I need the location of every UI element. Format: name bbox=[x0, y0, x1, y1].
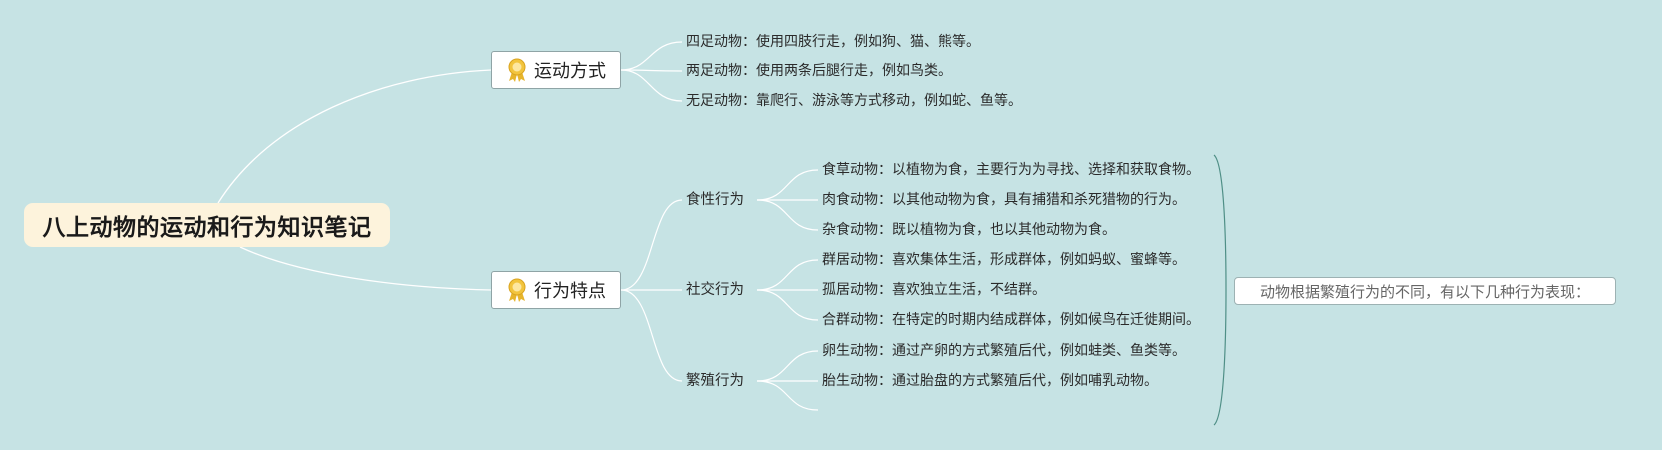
subtopic-feeding[interactable]: 食性行为 bbox=[686, 192, 744, 208]
medal-icon bbox=[508, 58, 526, 82]
topic-behavior-label: 行为特点 bbox=[534, 281, 606, 302]
list-item: 无足动物：靠爬行、游泳等方式移动，例如蛇、鱼等。 bbox=[686, 93, 1022, 109]
link-g3-leaf-3 bbox=[756, 380, 819, 411]
link-behavior-group-1 bbox=[620, 199, 683, 291]
list-item: 胎生动物：通过胎盘的方式繁殖后代，例如哺乳动物。 bbox=[822, 373, 1158, 389]
summary-note-text: 动物根据繁殖行为的不同，有以下几种行为表现： bbox=[1259, 282, 1590, 301]
link-g2-leaf-1 bbox=[756, 259, 819, 291]
link-behavior-group-3 bbox=[620, 289, 683, 382]
link-root-behavior bbox=[239, 246, 492, 291]
list-item: 两足动物：使用两条后腿行走，例如鸟类。 bbox=[686, 63, 952, 79]
topic-motion[interactable]: 运动方式 bbox=[491, 51, 621, 89]
list-item: 孤居动物：喜欢独立生活，不结群。 bbox=[822, 282, 1046, 298]
subtopic-reproduction[interactable]: 繁殖行为 bbox=[686, 373, 744, 389]
link-motion-leaf-3 bbox=[620, 69, 683, 102]
summary-bracket bbox=[1213, 154, 1227, 426]
list-item: 群居动物：喜欢集体生活，形成群体，例如蚂蚁、蜜蜂等。 bbox=[822, 252, 1186, 268]
list-item: 卵生动物：通过产卵的方式繁殖后代，例如蛙类、鱼类等。 bbox=[822, 343, 1186, 359]
list-item: 合群动物：在特定的时期内结成群体，例如候鸟在迁徙期间。 bbox=[822, 312, 1200, 328]
link-motion-leaf-1 bbox=[620, 41, 683, 71]
link-g2-leaf-3 bbox=[756, 289, 819, 321]
topic-motion-label: 运动方式 bbox=[534, 61, 606, 82]
list-item: 肉食动物：以其他动物为食，具有捕猎和杀死猎物的行为。 bbox=[822, 192, 1186, 208]
root-title: 八上动物的运动和行为知识笔记 bbox=[42, 215, 372, 241]
link-motion-leaf-2 bbox=[620, 69, 683, 72]
link-g3-leaf-1 bbox=[756, 350, 819, 382]
link-g1-leaf-1 bbox=[756, 169, 819, 201]
list-item: 杂食动物：既以植物为食，也以其他动物为食。 bbox=[822, 222, 1116, 238]
subtopic-social[interactable]: 社交行为 bbox=[686, 282, 744, 298]
list-item: 食草动物：以植物为食，主要行为为寻找、选择和获取食物。 bbox=[822, 162, 1200, 178]
link-root-motion bbox=[217, 69, 492, 204]
list-item: 四足动物：使用四肢行走，例如狗、猫、熊等。 bbox=[686, 34, 980, 50]
topic-behavior[interactable]: 行为特点 bbox=[491, 271, 621, 309]
medal-icon bbox=[508, 278, 526, 302]
root-node[interactable]: 八上动物的运动和行为知识笔记 bbox=[24, 203, 390, 247]
summary-note[interactable]: 动物根据繁殖行为的不同，有以下几种行为表现： bbox=[1234, 277, 1616, 305]
link-g1-leaf-3 bbox=[756, 199, 819, 231]
